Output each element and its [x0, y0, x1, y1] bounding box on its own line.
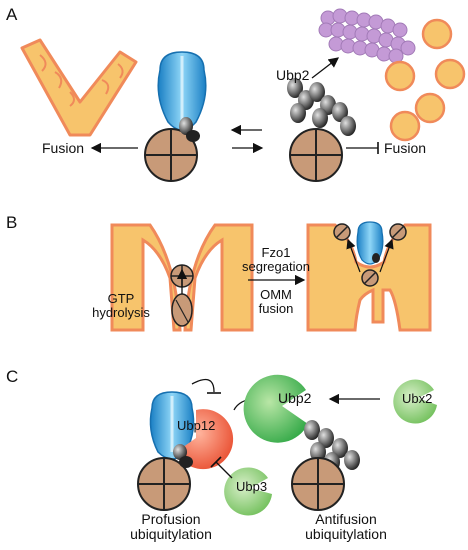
- label-fzo1-line1: Fzo1: [261, 245, 291, 260]
- ubp2-enzyme: [243, 374, 308, 443]
- ubx2-enzyme: [393, 379, 437, 424]
- inhibit-ubp12-from-ubp3: [210, 456, 233, 479]
- cdc48-sphere-right: [289, 128, 343, 182]
- mitochondria-right-pair: [306, 221, 432, 332]
- label-profusion-ubiquitylation: Profusion ubiquitylation: [116, 512, 226, 541]
- label-antifusion-ubiquitylation: Antifusion ubiquitylation: [286, 512, 406, 541]
- ubiquitin-chains-right: [287, 78, 356, 136]
- label-ubp3: Ubp3: [236, 479, 268, 494]
- cdc48-sphere-c-right: [291, 457, 345, 511]
- label-fzo1-line2: segregation: [242, 258, 310, 274]
- label-gtp-hydrolysis: GTP hydrolysis: [84, 292, 158, 319]
- fragmented-mitochondria: [384, 18, 466, 142]
- label-profusion-line2: ubiquitylation: [130, 525, 212, 542]
- label-ubx2: Ubx2: [402, 391, 433, 406]
- label-gtp-line2: hydrolysis: [92, 304, 150, 320]
- label-fusion-left: Fusion: [42, 140, 85, 156]
- label-ubp2-c: Ubp2: [278, 390, 312, 406]
- label-fusion-right: Fusion: [384, 140, 427, 156]
- fzo1-complex-left: [157, 51, 207, 131]
- label-ubp12: Ubp12: [177, 418, 216, 433]
- panel-label-b: B: [6, 213, 18, 232]
- label-antifusion-line2: ubiquitylation: [305, 525, 387, 542]
- panel-label-a: A: [6, 5, 18, 24]
- label-gtp-line1: GTP: [107, 291, 135, 306]
- cdc48-sphere-c-left: [137, 457, 191, 511]
- ubp3-enzyme: [224, 467, 272, 516]
- ubp12-enzyme: [176, 409, 234, 470]
- fzo1-complex-c: [149, 391, 195, 460]
- ubiquitin-c-left: [173, 444, 193, 468]
- label-profusion-line1: Profusion: [141, 511, 201, 527]
- label-antifusion-line1: Antifusion: [315, 511, 377, 527]
- panel-label-c: C: [6, 367, 19, 386]
- label-omm-fusion: OMM fusion: [240, 288, 312, 315]
- inhibition-right: [346, 142, 379, 154]
- cdc48-sphere-left: [144, 128, 198, 182]
- bent-mitochondrion: [20, 38, 138, 137]
- arrow-to-proteasome: [311, 57, 340, 79]
- label-omm-line2: fusion: [258, 300, 294, 316]
- label-fzo1-segregation: Fzo1 segregation: [240, 246, 312, 273]
- proteasome: [318, 8, 416, 64]
- label-ubp2-a: Ubp2: [276, 67, 310, 83]
- fzo1-complex-b: [356, 221, 384, 265]
- label-omm-line1: OMM: [260, 287, 292, 302]
- mitochondria-left-pair: [110, 223, 254, 332]
- self-inhibition-arc: [191, 378, 215, 393]
- ubiquitin-left: [179, 117, 200, 142]
